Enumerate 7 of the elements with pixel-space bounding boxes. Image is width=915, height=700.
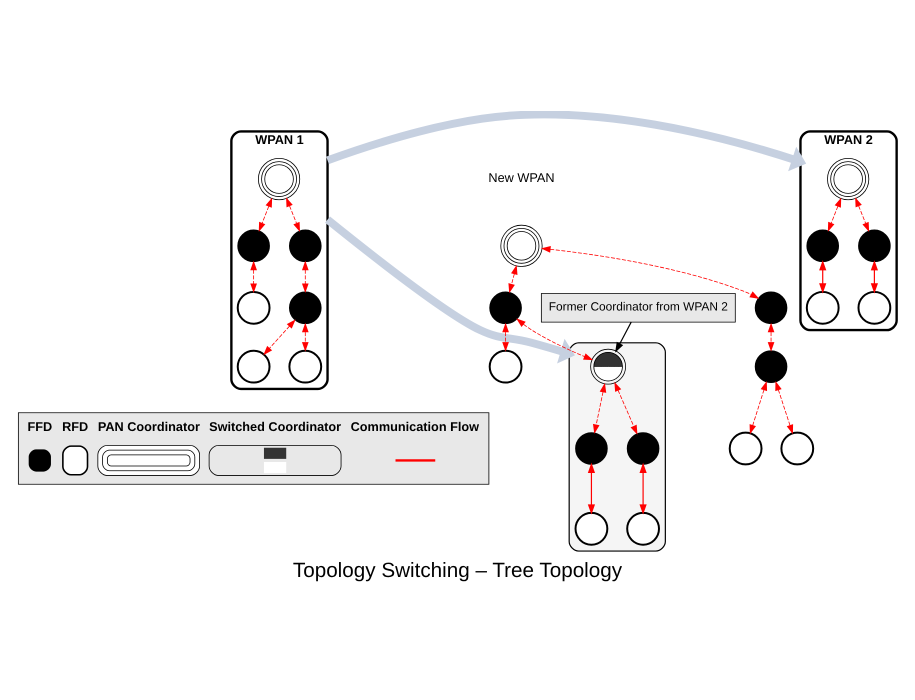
legend-label: RFD [62,418,88,434]
legend-label: Communication Flow [350,418,480,434]
legend-label: PAN Coordinator [98,418,200,434]
legend-label: Switched Coordinator [209,418,342,434]
legend-label: FFD [28,418,52,434]
diagram-title: Topology Switching – Tree Topology [292,558,622,582]
label: New WPAN [488,170,555,185]
